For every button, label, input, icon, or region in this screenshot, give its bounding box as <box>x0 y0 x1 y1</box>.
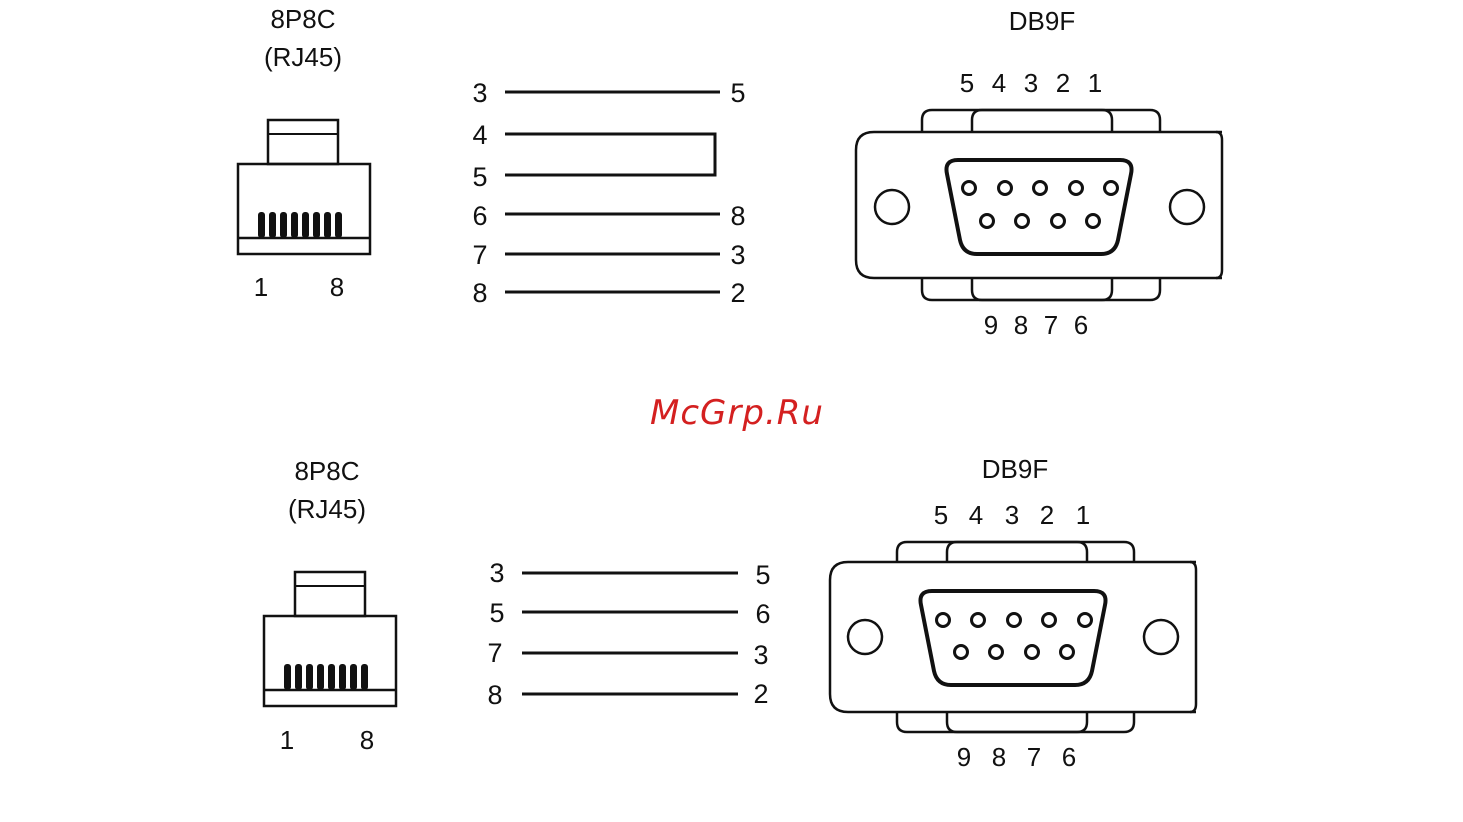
wire-right-pin: 3 <box>730 240 745 270</box>
rj45-contact <box>328 664 335 690</box>
db9-pin-hole <box>1070 182 1083 195</box>
wire-right-pin: 2 <box>753 679 768 709</box>
db9-pin-label: 3 <box>1005 500 1019 530</box>
db9-pin-hole <box>1026 646 1039 659</box>
wiring-map: 3 5 5 6 7 3 8 2 <box>487 558 770 710</box>
db9-pin-label: 4 <box>992 68 1006 98</box>
rj45-contact <box>306 664 313 690</box>
db9-pin-label: 8 <box>1014 310 1028 340</box>
wire-left-pin: 7 <box>472 240 487 270</box>
rj45-contact <box>350 664 357 690</box>
db9-pin-label: 9 <box>984 310 998 340</box>
db9-pin-hole <box>963 182 976 195</box>
db9-pin-label: 1 <box>1088 68 1102 98</box>
rj45-pin-first: 1 <box>254 272 268 302</box>
db9-pin-hole <box>999 182 1012 195</box>
db9-bottom-pin-labels: 9 8 7 6 <box>957 742 1076 772</box>
rj45-subtitle: (RJ45) <box>288 494 366 524</box>
wire-left-pin: 7 <box>487 638 502 668</box>
rj45-contact <box>291 212 298 238</box>
db9-pin-label: 9 <box>957 742 971 772</box>
db9-pin-hole <box>1079 614 1092 627</box>
diagram-bottom: 8P8C (RJ45) 1 8 3 5 5 6 7 3 8 2 DB9F <box>264 454 1196 772</box>
rj45-contact <box>335 212 342 238</box>
db9-pin-hole <box>972 614 985 627</box>
db9-pin-hole <box>1016 215 1029 228</box>
wire-right-pin: 3 <box>753 640 768 670</box>
rj45-contact <box>302 212 309 238</box>
db9-pin-label: 5 <box>934 500 948 530</box>
rj45-contact <box>324 212 331 238</box>
wire-right-pin: 5 <box>755 560 770 590</box>
rj45-contact <box>280 212 287 238</box>
db9-pin-hole <box>1087 215 1100 228</box>
db9-pin-label: 6 <box>1062 742 1076 772</box>
db9-pin-hole <box>1105 182 1118 195</box>
db9-pin-label: 6 <box>1074 310 1088 340</box>
db9-pin-label: 5 <box>960 68 974 98</box>
rj45-title: 8P8C <box>270 4 335 34</box>
db9-pin-hole <box>955 646 968 659</box>
rj45-contact <box>295 664 302 690</box>
rj45-contact <box>269 212 276 238</box>
rj45-title: 8P8C <box>294 456 359 486</box>
db9-title: DB9F <box>982 454 1048 484</box>
watermark-text: McGrp.Ru <box>650 393 824 433</box>
db9-pin-label: 8 <box>992 742 1006 772</box>
rj45-contact <box>339 664 346 690</box>
wire-right-pin: 8 <box>730 201 745 231</box>
rj45-contacts <box>284 664 368 690</box>
wire-right-pin: 2 <box>730 278 745 308</box>
db9-pin-hole <box>937 614 950 627</box>
db9-pin-hole <box>1061 646 1074 659</box>
rj45-pin-last: 8 <box>360 725 374 755</box>
wire-left-pin: 3 <box>472 78 487 108</box>
db9-pin-label: 4 <box>969 500 983 530</box>
wire-left-pin: 8 <box>487 680 502 710</box>
wire-left-pin: 6 <box>472 201 487 231</box>
db9-pin-label: 2 <box>1040 500 1054 530</box>
db9-top-pin-labels: 5 4 3 2 1 <box>960 68 1102 98</box>
rj45-pin-first: 1 <box>280 725 294 755</box>
db9-connector-icon <box>830 542 1196 732</box>
rj45-connector-icon <box>264 572 396 706</box>
db9-pin-hole <box>1043 614 1056 627</box>
db9-connector-icon <box>856 110 1222 300</box>
rj45-contact <box>284 664 291 690</box>
db9-bottom-pin-labels: 9 8 7 6 <box>984 310 1088 340</box>
wire-right-pin: 6 <box>755 599 770 629</box>
wire-left-pin: 5 <box>472 162 487 192</box>
db9-pin-hole <box>990 646 1003 659</box>
rj45-contact <box>317 664 324 690</box>
wire-left-pin: 3 <box>489 558 504 588</box>
wire-left-pin: 8 <box>472 278 487 308</box>
db9-pin-label: 2 <box>1056 68 1070 98</box>
db9-pin-hole <box>1008 614 1021 627</box>
db9-pin-label: 7 <box>1044 310 1058 340</box>
diagram-top: 8P8C (RJ45) 1 8 3 5 4 5 6 8 7 3 8 <box>238 4 1222 340</box>
wire-left-pin: 4 <box>472 120 487 150</box>
loopback-wire <box>505 134 715 175</box>
db9-top-pin-labels: 5 4 3 2 1 <box>934 500 1090 530</box>
rj45-contact <box>313 212 320 238</box>
rj45-contact <box>258 212 265 238</box>
db9-pin-label: 7 <box>1027 742 1041 772</box>
db9-pin-hole <box>1034 182 1047 195</box>
db9-pin-label: 3 <box>1024 68 1038 98</box>
rj45-contact <box>361 664 368 690</box>
wiring-map: 3 5 4 5 6 8 7 3 8 2 <box>472 78 745 308</box>
rj45-connector-icon <box>238 120 370 254</box>
wire-right-pin: 5 <box>730 78 745 108</box>
db9-title: DB9F <box>1009 6 1075 36</box>
db9-pin-label: 1 <box>1076 500 1090 530</box>
db9-pin-hole <box>1052 215 1065 228</box>
db9-pin-hole <box>981 215 994 228</box>
rj45-pin-last: 8 <box>330 272 344 302</box>
wire-left-pin: 5 <box>489 598 504 628</box>
rj45-contacts <box>258 212 342 238</box>
rj45-subtitle: (RJ45) <box>264 42 342 72</box>
